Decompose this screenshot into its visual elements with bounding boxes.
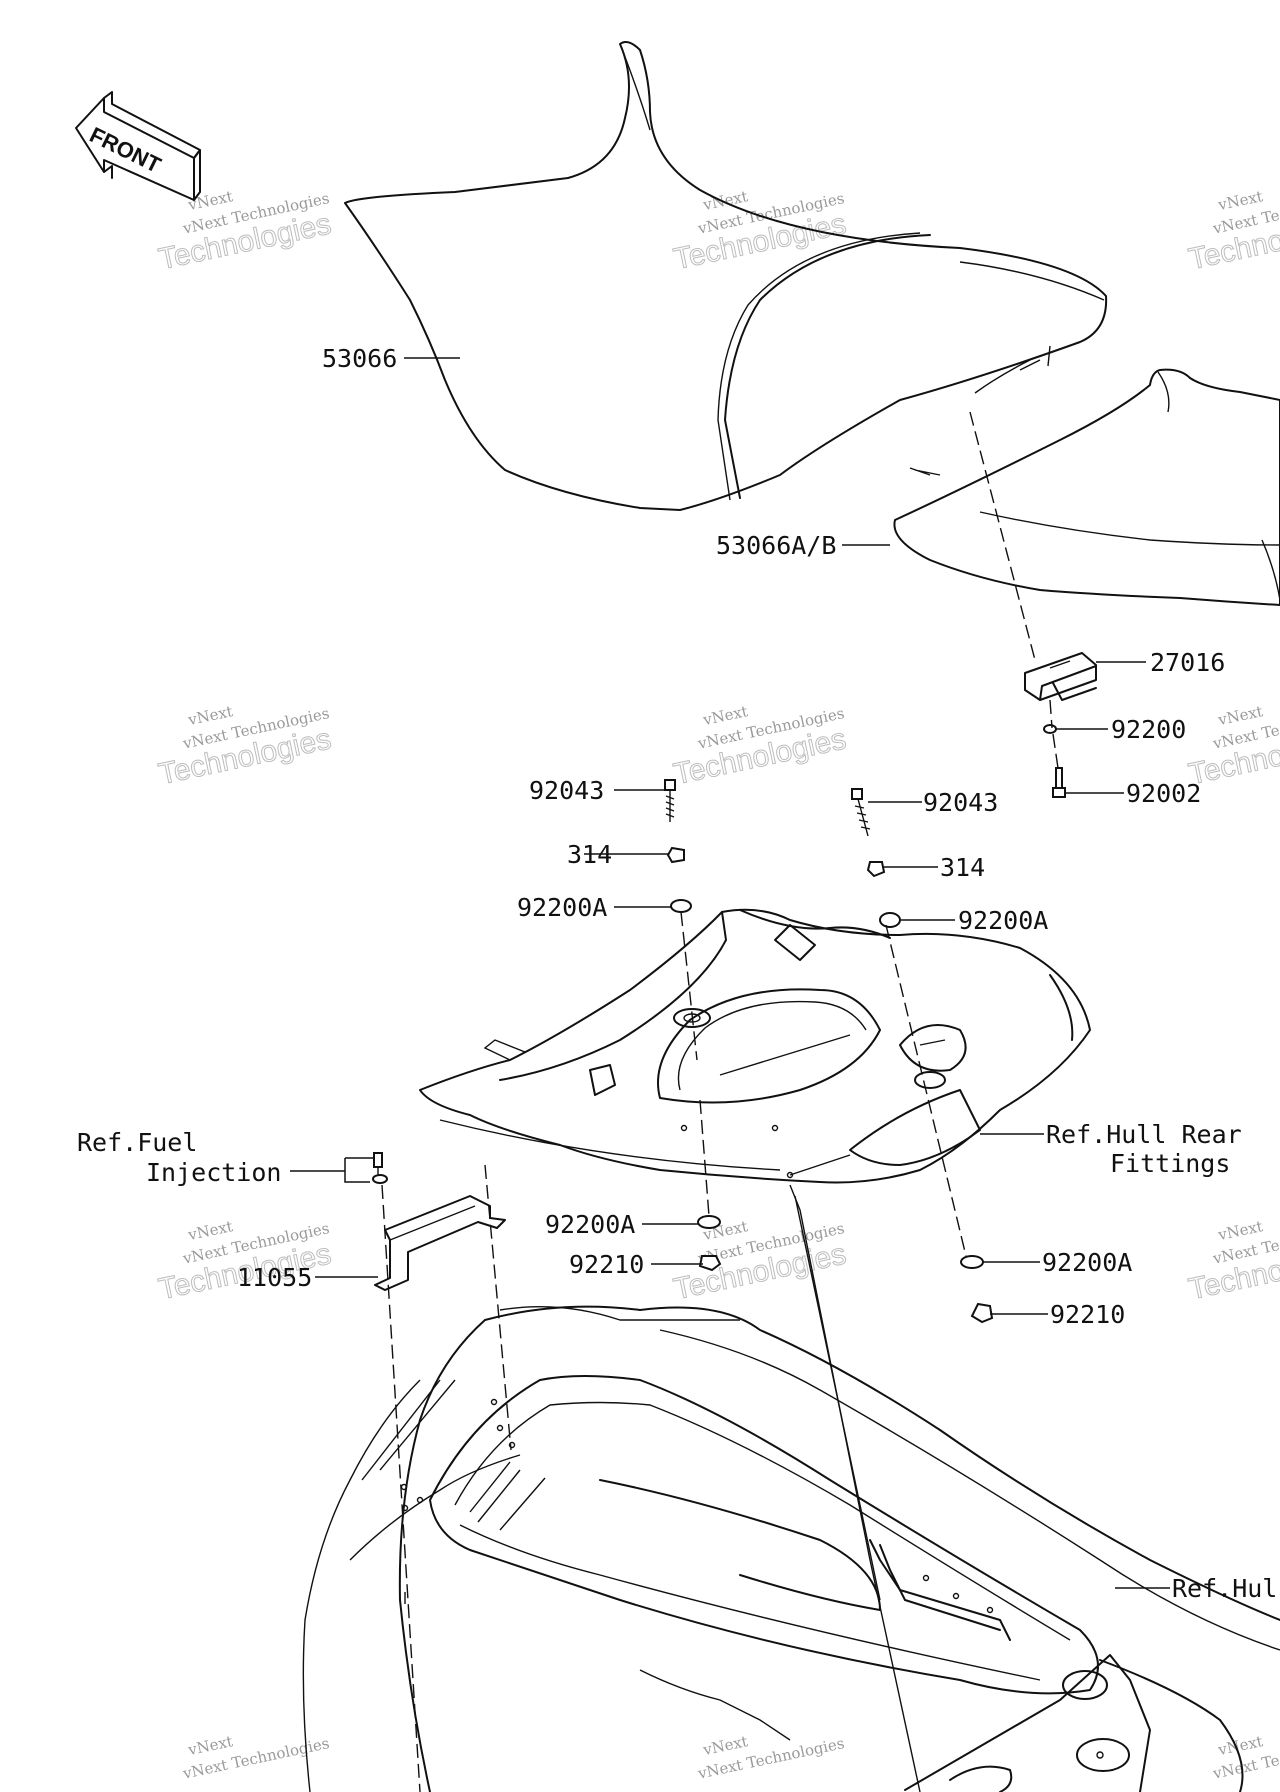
- label-92002: 92002: [1126, 779, 1201, 808]
- label-92200a-lower-right: 92200A: [1042, 1248, 1132, 1277]
- watermark: vNext vNext Technologies Technologies: [1185, 187, 1280, 277]
- bolt-92043-right: [851, 788, 871, 837]
- bracket-11055: [374, 1195, 506, 1291]
- label-92200a-upper-right: 92200A: [958, 906, 1048, 935]
- label-ref-fuel-injection: Ref.Fuel: [77, 1128, 197, 1157]
- label-92043-left: 92043: [529, 776, 604, 805]
- label-ref-fuel-injection-2: Injection: [146, 1158, 281, 1187]
- installation-lines: [381, 411, 1059, 1792]
- watermark: vNext vNext Technologies Technologies: [155, 702, 334, 792]
- nut-314-left: [666, 846, 685, 864]
- fuel-injection-clip: [372, 1152, 388, 1184]
- label-92043-right: 92043: [923, 788, 998, 817]
- rear-seat: [893, 368, 1280, 606]
- washer-92200a-lower-left: [697, 1215, 721, 1229]
- label-ref-hull: Ref.Hul: [1172, 1574, 1277, 1603]
- bolt-92002: [1052, 767, 1066, 798]
- watermark: vNext vNext Technologies Technologies: [1185, 702, 1280, 792]
- watermark: vNext vNext Technologies: [695, 1732, 845, 1783]
- washer-92200: [1043, 724, 1057, 734]
- washer-92200a-lower-right: [960, 1255, 984, 1269]
- label-92200: 92200: [1111, 715, 1186, 744]
- label-92200a-upper-left: 92200A: [517, 893, 607, 922]
- hull-rear-fittings: [419, 908, 1091, 1184]
- front-seat: [344, 41, 1108, 511]
- watermark: vNext vNext Technologies Technologies: [670, 702, 849, 792]
- nut-92210-right: [970, 1302, 994, 1324]
- front-arrow-icon: FRONT: [75, 91, 201, 201]
- watermark: vNext vNext Technologies Technologies: [155, 187, 334, 277]
- hull: [302, 1305, 1280, 1792]
- label-11055: 11055: [237, 1263, 312, 1292]
- label-ref-hull-rear-fittings-2: Fittings: [1110, 1149, 1230, 1178]
- washer-92200a-upper-left: [670, 899, 692, 913]
- leader-lines: [290, 357, 1170, 1589]
- label-27016: 27016: [1150, 648, 1225, 677]
- watermark-group: vNext vNext Technologies Technologies vN…: [155, 187, 1280, 1783]
- nut-314-right: [866, 861, 886, 878]
- label-53066ab: 53066A/B: [716, 531, 836, 560]
- bolt-92043-left: [664, 779, 676, 822]
- label-53066: 53066: [322, 344, 397, 373]
- label-92210-right: 92210: [1050, 1300, 1125, 1329]
- part-labels: 53066 53066A/B 27016 92200 92002 92043 9…: [77, 344, 1277, 1603]
- watermark: vNext vNext Technologies Technologies: [1185, 1217, 1280, 1307]
- label-314-right: 314: [940, 853, 985, 882]
- bracket-27016: [1024, 652, 1097, 701]
- label-ref-hull-rear-fittings: Ref.Hull Rear: [1046, 1120, 1242, 1149]
- washer-92200a-upper-right: [879, 912, 901, 928]
- label-92200a-lower-left: 92200A: [545, 1210, 635, 1239]
- label-92210-left: 92210: [569, 1250, 644, 1279]
- label-314-left: 314: [567, 840, 612, 869]
- watermark: vNext vNext Technologies Technologies: [670, 1217, 849, 1307]
